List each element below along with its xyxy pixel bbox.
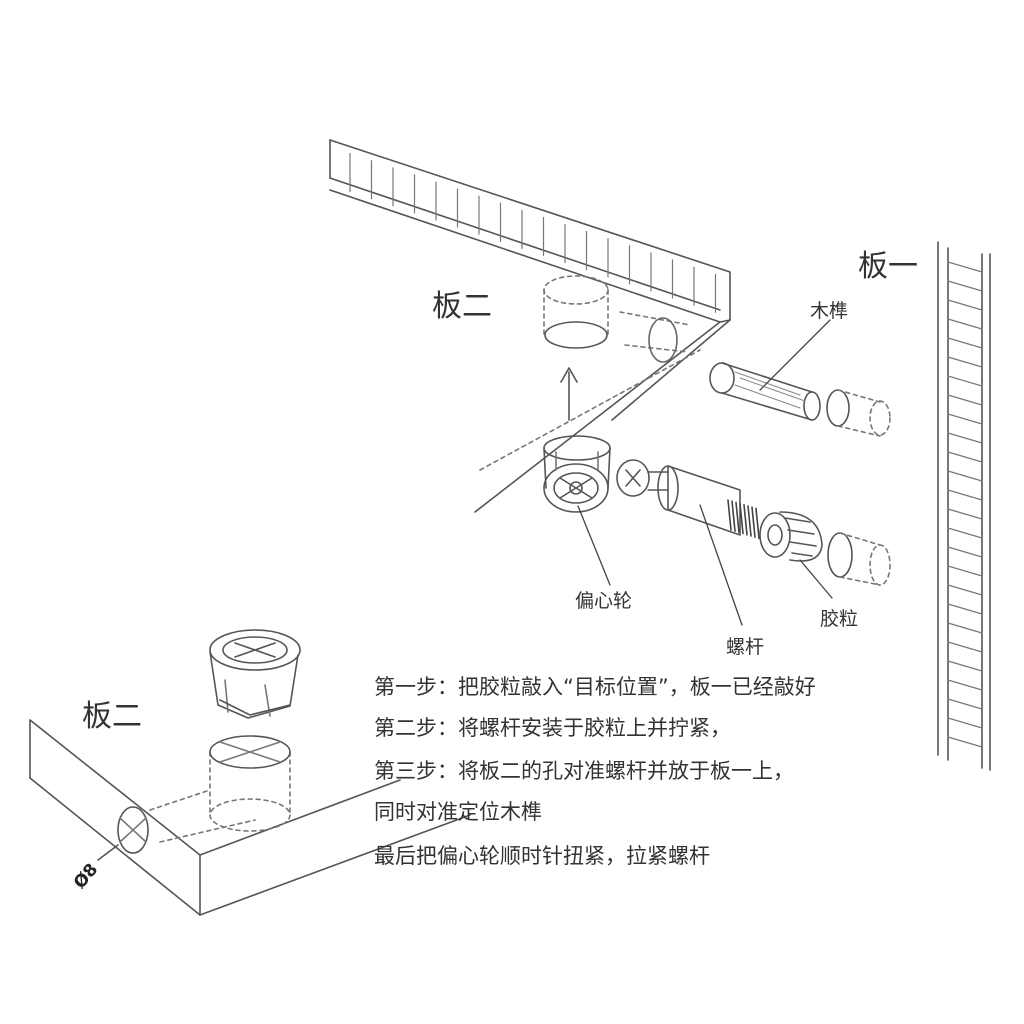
hatch-stroke [735, 501, 740, 534]
hatch-stroke [727, 499, 732, 531]
hatch-stroke [947, 318, 983, 330]
hatch-stroke [947, 660, 983, 672]
hatch-stroke [947, 413, 983, 425]
hatch-stroke [947, 679, 983, 691]
hatch-stroke [947, 394, 983, 406]
hatch-stroke [743, 503, 748, 536]
hatch-stroke [739, 502, 744, 535]
cam-upper-drawing [543, 435, 611, 513]
instruction-step-3-continued: 同时对准定位木榫 [374, 800, 542, 824]
hatch-stroke [947, 527, 983, 539]
label-screw-rod: 螺杆 [726, 636, 765, 658]
hatch-stroke [947, 546, 983, 558]
label-cam: 偏心轮 [575, 590, 633, 612]
hatch-stroke [947, 508, 983, 520]
hatch-stroke [947, 584, 983, 596]
hatch-stroke [947, 641, 983, 653]
instruction-final: 最后把偏心轮顺时针扭紧，拉紧螺杆 [374, 844, 710, 868]
label-insert-nut: 胶粒 [820, 608, 859, 630]
instruction-step-2: 第二步：将螺杆安装于胶粒上并拧紧， [374, 716, 731, 740]
hatch-stroke [947, 356, 983, 368]
screw-rod-drawing [616, 459, 760, 540]
hatch-stroke [947, 337, 983, 349]
hatch-stroke [751, 506, 756, 539]
hatch-stroke [947, 489, 983, 501]
label-board-two-bottom: 板二 [82, 699, 142, 734]
up-arrow [560, 367, 578, 421]
cam-lower-drawing [209, 629, 301, 719]
hatch-stroke [947, 698, 983, 710]
right-board-panel [937, 241, 991, 771]
hatch-stroke [947, 375, 983, 387]
hatch-stroke [947, 736, 983, 748]
lower-board-panel [29, 719, 471, 916]
hatch-stroke [947, 565, 983, 577]
label-board-one: 板一 [858, 249, 918, 284]
hatch-stroke [947, 717, 983, 729]
hatch-stroke [947, 603, 983, 615]
hatch-stroke [947, 432, 983, 444]
hatch-stroke [731, 500, 736, 533]
hatch-stroke [947, 261, 983, 273]
dowel-drawing [709, 362, 891, 437]
nut-hole-dashed [827, 532, 891, 586]
hatch-stroke [747, 505, 752, 537]
upper-board-panel [329, 139, 731, 513]
hatch-stroke [947, 451, 983, 463]
hatch-stroke [947, 470, 983, 482]
hatch-stroke [947, 280, 983, 292]
label-board-two-top: 板二 [432, 289, 492, 324]
hatch-stroke [947, 622, 983, 634]
label-dowel: 木榫 [810, 300, 849, 322]
insert-nut-drawing [759, 511, 823, 562]
hatch-stroke [947, 299, 983, 311]
hatch-stroke [755, 507, 760, 540]
instruction-step-1: 第一步：把胶粒敲入“目标位置”，板一已经敲好 [374, 675, 816, 699]
instruction-step-3: 第三步：将板二的孔对准螺杆并放于板一上， [374, 759, 794, 783]
leader-lines [577, 319, 833, 626]
